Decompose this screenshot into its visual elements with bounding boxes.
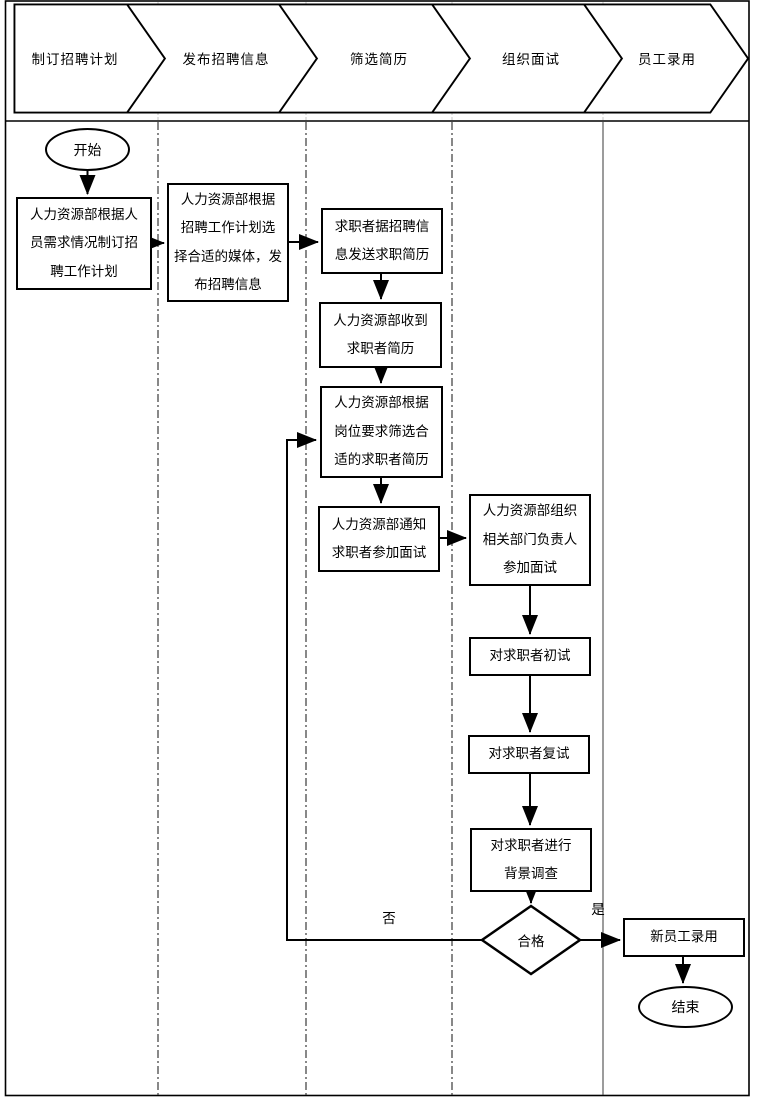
stage-label-hire: 员工录用 — [638, 52, 696, 67]
edge-label-yes: 是 — [591, 902, 605, 917]
process-hire-new-employee: 新员工录用 — [623, 918, 745, 957]
decision-qualified-label: 合格 — [517, 934, 545, 949]
process-hr-receive-resume: 人力资源部收到 求职者简历 — [319, 302, 442, 368]
process-make-recruit-plan: 人力资源部根据人 员需求情况制订招 聘工作计划 — [16, 197, 152, 290]
edge-decision-no-loop — [286, 432, 482, 941]
process-organize-interview: 人力资源部组织 相关部门负责人 参加面试 — [469, 494, 591, 586]
process-publish-recruit-info: 人力资源部根据 招聘工作计划选 择合适的媒体，发 布招聘信息 — [167, 183, 289, 302]
process-notify-interview: 人力资源部通知 求职者参加面试 — [318, 506, 440, 572]
decision-diamond — [479, 904, 583, 976]
stage-label-interview: 组织面试 — [502, 52, 560, 67]
flow-connectors — [79, 171, 691, 984]
stage-chevron-1 — [13, 3, 173, 114]
end-terminator: 结束 — [638, 986, 733, 1028]
process-applicants-send-resume: 求职者据招聘信 息发送求职简历 — [321, 208, 443, 274]
process-second-interview: 对求职者复试 — [468, 735, 590, 774]
process-first-interview: 对求职者初试 — [469, 637, 591, 676]
stage-label-plan: 制订招聘计划 — [31, 52, 119, 67]
stage-chevrons — [13, 3, 750, 114]
edge-label-no: 否 — [382, 911, 396, 926]
start-terminator: 开始 — [45, 128, 130, 171]
process-screen-resume: 人力资源部根据 岗位要求筛选合 适的求职者简历 — [320, 386, 443, 478]
stage-label-screen: 筛选简历 — [350, 52, 408, 67]
stage-chevron-5 — [582, 3, 750, 114]
outer-border — [4, 0, 750, 1097]
process-background-check: 对求职者进行 背景调查 — [470, 828, 592, 892]
stage-label-publish: 发布招聘信息 — [182, 52, 270, 67]
